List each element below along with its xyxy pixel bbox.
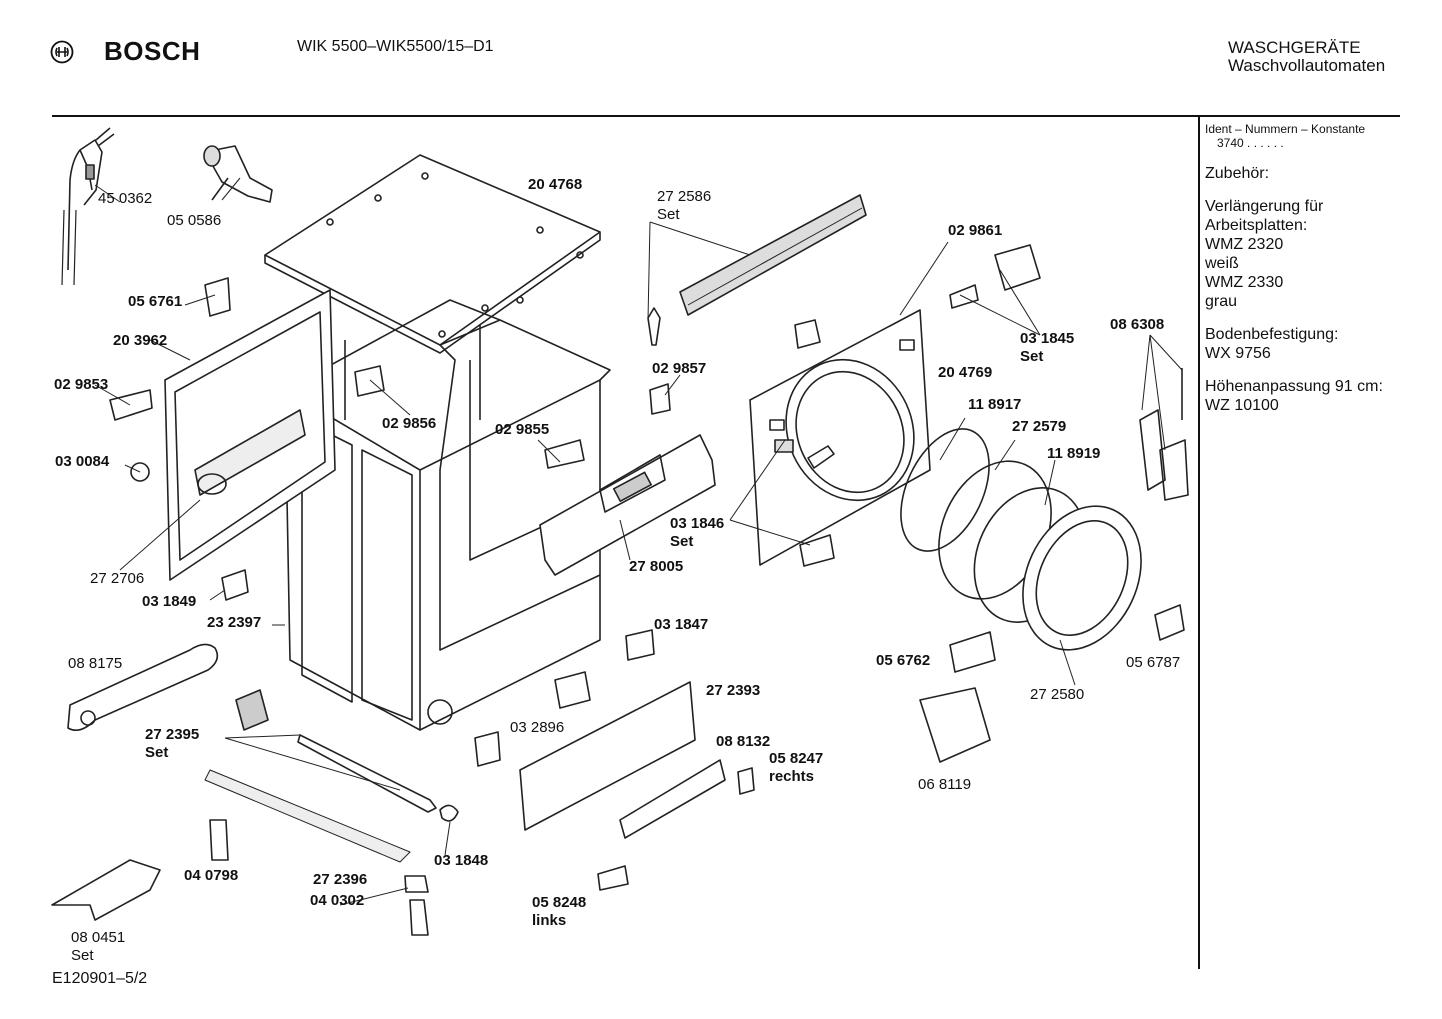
- part-label: 05 0586: [167, 212, 222, 229]
- part-label: 05 6787: [1126, 654, 1181, 671]
- brand-name: BOSCH: [104, 36, 201, 66]
- part-label: 27 2706: [90, 570, 145, 587]
- part-label: 03 2896: [510, 719, 565, 736]
- wrench-icon: [67, 643, 219, 731]
- accessory-line: Bodenbefestigung:: [1205, 326, 1339, 343]
- part-label: 20 4769: [938, 364, 993, 381]
- leader-lines: [94, 177, 1183, 906]
- part-label: 02 9857: [652, 360, 707, 377]
- side-panel-icon: [164, 289, 336, 581]
- part-label: 20 4768: [528, 176, 583, 193]
- accessory-line: Höhenanpassung 91 cm:: [1205, 378, 1383, 395]
- part-label: 03 1847: [654, 616, 709, 633]
- part-label: 27 2393: [706, 682, 761, 699]
- base-plate-icon: [204, 681, 726, 863]
- accessory-line: weiß: [1205, 255, 1239, 272]
- part-label: 11 8917: [968, 396, 1022, 413]
- ident-value: 3740 . . . . . .: [1217, 136, 1284, 150]
- part-label: 27 8005: [629, 558, 684, 575]
- accessory-line: WMZ 2320: [1205, 236, 1284, 253]
- part-label: 05 6762: [876, 652, 931, 669]
- part-label: 04 0798: [184, 867, 239, 884]
- part-label: 05 6761: [128, 293, 183, 310]
- part-label: 02 9856: [382, 415, 437, 432]
- accessory-block-height: Höhenanpassung 91 cm: WZ 10100: [1205, 377, 1437, 415]
- hose-connector-icon: [203, 145, 273, 203]
- accessory-line: grau: [1205, 293, 1238, 310]
- accessory-line: Arbeitsplatten:: [1205, 217, 1308, 234]
- accessory-line: Verlängerung für: [1205, 198, 1324, 215]
- sidebar-divider: [1198, 117, 1200, 969]
- hinge-icon: [949, 244, 1189, 501]
- part-label: 03 1849: [142, 593, 197, 610]
- drawing-number: E120901–5/2: [52, 970, 148, 987]
- part-label: 27 2579: [1012, 418, 1067, 435]
- part-label: 27 2396: [313, 871, 368, 888]
- part-label: 08 8175: [68, 655, 123, 672]
- part-label: 03 1848: [434, 852, 489, 869]
- part-label: 08 6308: [1110, 316, 1165, 333]
- part-label: 03 0084: [55, 453, 110, 470]
- control-bracket-icon: [539, 434, 716, 576]
- part-label: 27 2580: [1030, 686, 1085, 703]
- accessories-heading: Zubehör:: [1205, 165, 1270, 182]
- trim-strip-icon: [647, 194, 867, 346]
- part-label: 06 8119: [918, 776, 972, 793]
- accessory-block-worktop: Verlängerung für Arbeitsplatten: WMZ 232…: [1205, 197, 1437, 311]
- part-label: 20 3962: [113, 332, 168, 349]
- top-lid-icon: [264, 154, 601, 354]
- accessories-panel: Ident – Nummern – Konstante 3740 . . . .…: [1205, 122, 1437, 415]
- accessory-line: WMZ 2330: [1205, 274, 1284, 291]
- ident-heading: Ident – Nummern – Konstante: [1205, 122, 1366, 136]
- exploded-drawing: [51, 127, 1189, 936]
- accessory-line: WX 9756: [1205, 345, 1271, 362]
- part-label: 04 0302: [310, 892, 365, 909]
- power-plug-icon: [61, 127, 115, 286]
- bosch-logo-icon: [50, 40, 74, 64]
- part-label: 02 9855: [495, 421, 550, 438]
- part-label: 23 2397: [207, 614, 262, 631]
- accessory-line: WZ 10100: [1205, 397, 1279, 414]
- part-label: 08 8132: [716, 733, 771, 750]
- model-title: WIK 5500–WIK5500/15–D1: [297, 38, 494, 55]
- category: WASCHGERÄTE Waschvollautomaten: [1228, 39, 1385, 75]
- category-line-2: Waschvollautomaten: [1228, 56, 1386, 75]
- category-line-1: WASCHGERÄTE: [1228, 38, 1361, 57]
- part-label: 02 9853: [54, 376, 109, 393]
- door-ring-icon: [900, 428, 1142, 651]
- part-label: 02 9861: [948, 222, 1003, 239]
- part-label: 45 0362: [98, 190, 153, 207]
- front-panel-icon: [749, 309, 931, 566]
- accessory-block-floor: Bodenbefestigung: WX 9756: [1205, 325, 1437, 363]
- part-label: 11 8919: [1047, 445, 1101, 462]
- header-divider: [52, 115, 1400, 117]
- small-parts-icon: [51, 277, 1185, 936]
